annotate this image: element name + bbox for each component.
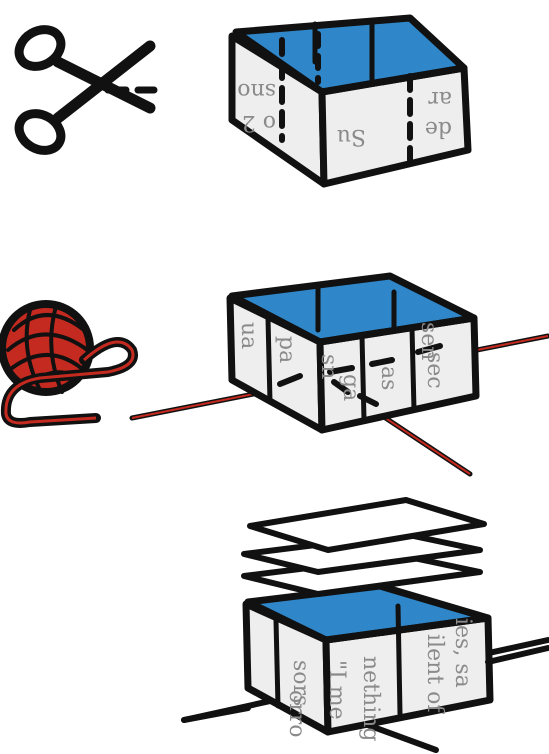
step-3: sors ies, sa ilent of nething "I me orro (184, 500, 548, 750)
newspaper-box-stacked: sors ies, sa ilent of nething "I me orro (246, 586, 490, 742)
thread-line (184, 708, 248, 720)
newspaper-text: ga (338, 374, 363, 401)
newspaper-text: ilent of (422, 634, 447, 714)
newspaper-text: de (425, 116, 452, 141)
newspaper-text: sec (422, 352, 447, 389)
stacked-sheets-icon (244, 500, 484, 594)
newspaper-text: sno (237, 78, 276, 103)
newspaper-text: sn (316, 354, 341, 379)
newspaper-text: ar (428, 86, 452, 111)
scissors-icon (12, 22, 154, 157)
newspaper-box-cut: sno ar de o 2 Su (232, 18, 468, 184)
newspaper-text: orro (284, 690, 309, 738)
step-1: sno ar de o 2 Su (12, 18, 468, 184)
newspaper-text: "I me (324, 660, 349, 720)
newspaper-box-threaded: ua pa sn ga sen sec as (230, 276, 476, 430)
newspaper-text: ua (236, 322, 261, 349)
newspaper-text: ies, sa (450, 618, 475, 688)
newspaper-text: pa (274, 336, 299, 363)
newspaper-text: nething (358, 656, 383, 742)
newspaper-text: Su (337, 124, 366, 149)
newspaper-text: o 2 (242, 110, 276, 135)
yarn-ball-icon (2, 304, 133, 423)
newspaper-text: as (376, 366, 401, 390)
step-2: ua pa sn ga sen sec as (2, 276, 548, 474)
